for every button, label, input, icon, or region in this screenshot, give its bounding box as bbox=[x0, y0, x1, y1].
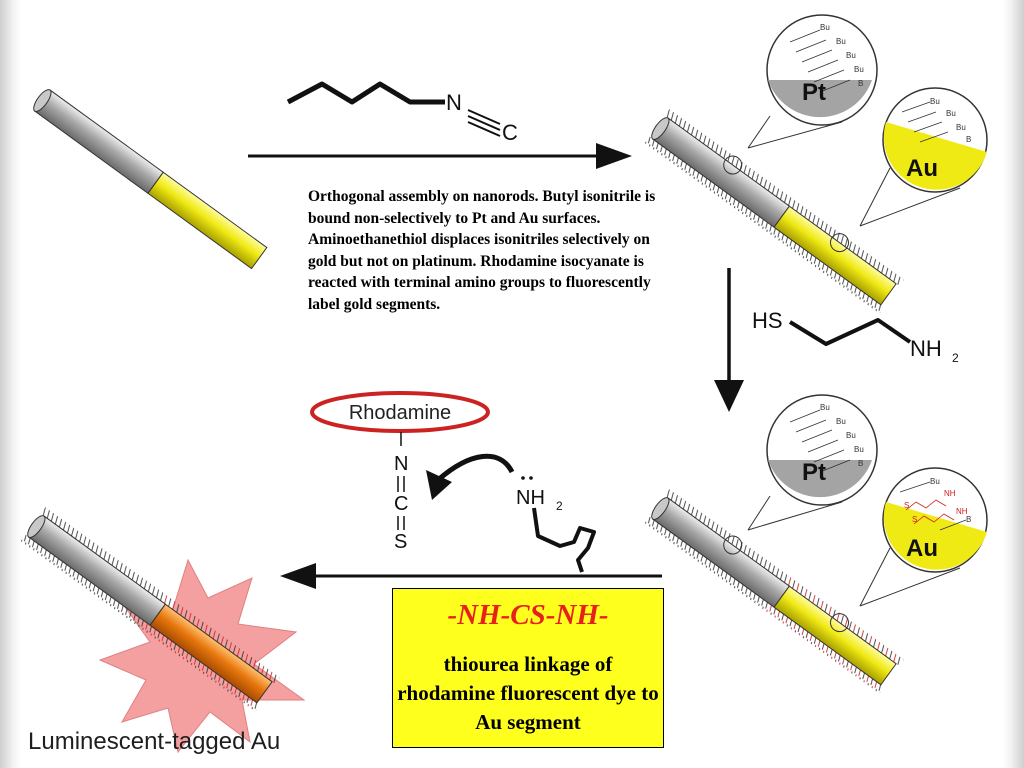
svg-text:Bu: Bu bbox=[930, 97, 940, 106]
au-label-top: Au bbox=[906, 155, 938, 182]
thiol-hs-label: HS bbox=[752, 308, 783, 333]
au-label-bottom: Au bbox=[906, 535, 938, 562]
svg-text:Bu: Bu bbox=[854, 65, 864, 74]
isonitrile-n-label: N bbox=[446, 90, 462, 115]
pt-label-top: Pt bbox=[802, 79, 826, 106]
arrow-step-1 bbox=[248, 143, 632, 169]
svg-text:S: S bbox=[912, 515, 917, 524]
inset-pt-bottom: Bu Bu Bu Bu B Pt bbox=[747, 394, 878, 531]
rhodamine-label: Rhodamine bbox=[349, 402, 451, 424]
coated-nanorod bbox=[644, 109, 905, 314]
svg-text:B: B bbox=[966, 135, 971, 144]
svg-text:Bu: Bu bbox=[854, 445, 864, 454]
svg-text:S: S bbox=[904, 501, 909, 510]
svg-text:Bu: Bu bbox=[836, 417, 846, 426]
inset-au-top: Bu Bu Bu B Au bbox=[859, 87, 988, 227]
svg-text:NH: NH bbox=[944, 489, 956, 498]
svg-text:Bu: Bu bbox=[946, 109, 956, 118]
svg-text:2: 2 bbox=[952, 351, 959, 365]
pt-label-bottom: Pt bbox=[802, 459, 826, 486]
arrow-step-3 bbox=[280, 563, 662, 589]
rod-pt-segment bbox=[34, 89, 164, 195]
svg-text:Bu: Bu bbox=[930, 477, 940, 486]
linkage-formula: -NH-CS-NH- bbox=[447, 599, 609, 631]
thiol-nanorod bbox=[644, 489, 905, 694]
arrow-step-2 bbox=[714, 268, 744, 412]
tagged-nanorod bbox=[20, 507, 281, 712]
svg-text:Bu: Bu bbox=[836, 37, 846, 46]
ncs-n-label: N bbox=[394, 453, 408, 475]
svg-text:B: B bbox=[858, 79, 863, 88]
linkage-description: thiourea linkage of rhodamine fluorescen… bbox=[397, 652, 659, 734]
butyl-isonitrile-structure: N C bbox=[286, 81, 518, 145]
luminescent-tagged-label: Luminescent-tagged Au bbox=[28, 728, 281, 755]
svg-text:NH: NH bbox=[956, 507, 968, 516]
figure-caption: Orthogonal assembly on nanorods. Butyl i… bbox=[308, 188, 656, 313]
inset-pt-top: Bu Bu Bu Bu B Pt bbox=[747, 14, 878, 149]
rhodamine-isocyanate-structure: Rhodamine N C S bbox=[310, 391, 490, 553]
inset-au-bottom: Bu NH NH S S B Au bbox=[859, 467, 988, 607]
nucleophilic-attack: NH 2 bbox=[426, 453, 596, 573]
svg-text:Bu: Bu bbox=[820, 23, 830, 32]
svg-text:Bu: Bu bbox=[820, 403, 830, 412]
aminoethanethiol-structure: HS NH 2 bbox=[752, 308, 959, 365]
svg-text:B: B bbox=[858, 459, 863, 468]
bare-nanorod bbox=[33, 89, 268, 270]
ncs-c-label: C bbox=[394, 493, 408, 515]
rod-au-segment bbox=[147, 171, 268, 270]
amine-nh-label: NH bbox=[516, 487, 545, 509]
svg-text:Bu: Bu bbox=[846, 431, 856, 440]
ncs-s-label: S bbox=[394, 531, 407, 553]
rhodamine-ring bbox=[310, 391, 490, 433]
svg-text:Bu: Bu bbox=[956, 123, 966, 132]
thiourea-linkage-box: -NH-CS-NH- thiourea linkage of rhodamine… bbox=[392, 588, 664, 748]
svg-text:Bu: Bu bbox=[846, 51, 856, 60]
isonitrile-c-label: C bbox=[502, 120, 518, 145]
svg-text:B: B bbox=[966, 515, 971, 524]
thiol-nh-label: NH bbox=[910, 336, 942, 361]
svg-text:2: 2 bbox=[556, 499, 563, 513]
